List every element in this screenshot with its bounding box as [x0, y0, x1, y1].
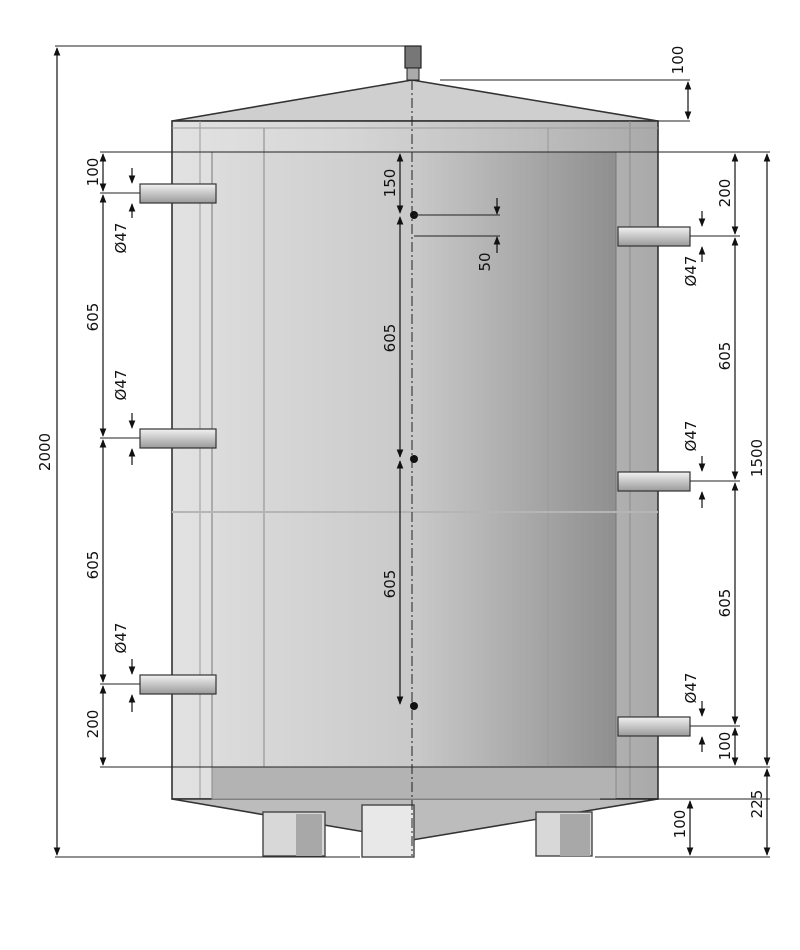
dim-right-dia-2: Ø47 — [682, 421, 700, 452]
dim-left-spacing-2: 605 — [84, 551, 102, 580]
tank-body — [171, 45, 659, 858]
dim-legs-height: 100 — [671, 810, 689, 839]
sensor-port — [410, 455, 418, 463]
dim-center-small: 50 — [476, 252, 494, 271]
extension-lines — [55, 45, 770, 858]
dim-center-spacing-1: 605 — [381, 324, 399, 353]
dim-left-dia-1: Ø47 — [112, 223, 130, 254]
right-nozzle-middle — [617, 471, 691, 492]
dim-left-dia-2: Ø47 — [112, 370, 130, 401]
dim-bottom-offset: 225 — [748, 790, 766, 819]
dim-right-bottom-offset: 100 — [716, 732, 734, 761]
sensor-port — [410, 702, 418, 710]
left-nozzle-lower — [139, 674, 217, 695]
right-nozzle-lower — [617, 716, 691, 737]
dim-center-top: 150 — [381, 169, 399, 198]
tank-leg — [361, 804, 415, 858]
dim-right-top-offset: 200 — [716, 179, 734, 208]
left-nozzle-middle — [139, 428, 217, 449]
dim-insulation-height: 1500 — [748, 439, 766, 477]
dim-center-spacing-2: 605 — [381, 570, 399, 599]
dim-right-spacing-1: 605 — [716, 342, 734, 371]
dim-left-spacing-1: 605 — [84, 303, 102, 332]
dim-top-cap: 100 — [669, 46, 687, 75]
dim-right-spacing-2: 605 — [716, 589, 734, 618]
nozzles — [139, 183, 691, 737]
dim-right-dia-3: Ø47 — [682, 673, 700, 704]
dim-overall-height: 2000 — [36, 433, 54, 471]
dim-left-bottom-offset: 200 — [84, 710, 102, 739]
dim-left-dia-3: Ø47 — [112, 623, 130, 654]
tank-top-cone — [171, 79, 659, 122]
right-nozzle-upper — [617, 226, 691, 247]
dim-left-top-offset: 100 — [84, 158, 102, 187]
top-fitting — [404, 45, 422, 69]
dim-right-dia-1: Ø47 — [682, 256, 700, 287]
dimension-lines — [53, 47, 771, 856]
dimension-labels: 2000 100 100 605 605 200 Ø47 Ø47 Ø47 150… — [36, 46, 766, 839]
left-nozzle-upper — [139, 183, 217, 204]
